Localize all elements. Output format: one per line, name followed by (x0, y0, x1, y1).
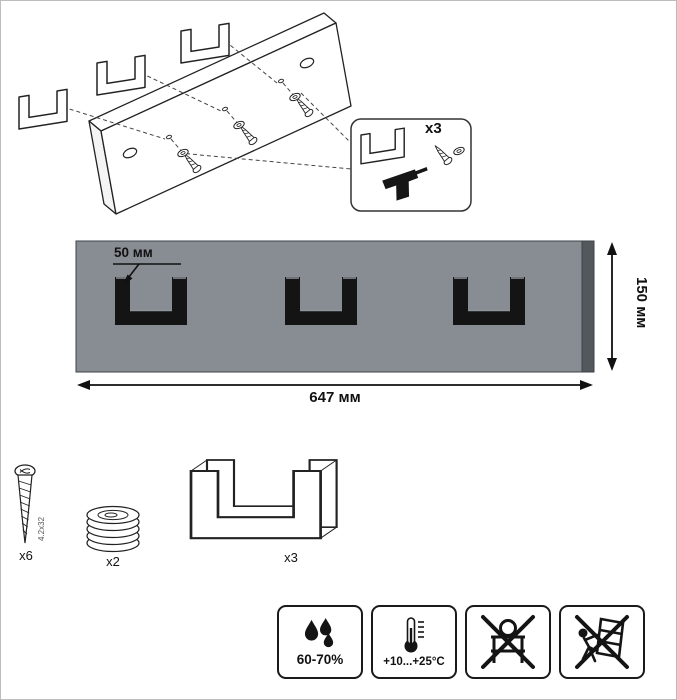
hook-width-arrow (113, 263, 181, 285)
washer-stack-icon (86, 505, 140, 553)
screw-size-label: 4.2x32 (37, 516, 46, 541)
panel-height-label: 150 мм (633, 277, 650, 329)
width-dimension (77, 380, 593, 390)
drill-icon (382, 166, 428, 201)
no-heavy-load-box (465, 605, 551, 679)
panel-face (75, 240, 583, 373)
panel-iso (88, 12, 352, 215)
washer-count-label: x2 (106, 554, 120, 569)
height-dimension (607, 242, 617, 371)
hook-iso-3 (180, 22, 230, 64)
front-view (75, 240, 617, 390)
hardware (14, 458, 338, 553)
panel-edge (581, 240, 595, 373)
exploded-view (18, 12, 472, 215)
hook-count-label: x3 (284, 550, 298, 565)
screw-large-icon (14, 464, 36, 544)
panel-width-label: 647 мм (309, 389, 361, 406)
hook-iso-2 (96, 54, 146, 96)
screw-count-label: x6 (19, 548, 33, 563)
humidity-label: 60-70% (296, 651, 344, 667)
hook-width-label: 50 мм (114, 245, 153, 260)
hook-iso-1 (18, 88, 68, 130)
thermometer-icon (404, 617, 424, 653)
panel-hole (122, 147, 138, 159)
no-heavy-load-icon (481, 615, 535, 669)
panel-hole (299, 57, 315, 69)
humidity-box: 60-70% (277, 605, 363, 679)
temperature-box: +10...+25°C (371, 605, 457, 679)
water-drops-icon (304, 617, 334, 647)
callout-count-label: x3 (425, 120, 442, 137)
callout-detail (350, 118, 472, 212)
no-tipping-box (559, 605, 645, 679)
no-tipping-icon (575, 615, 629, 669)
temperature-label: +10...+25°C (383, 656, 445, 668)
hook-part-icon (189, 458, 338, 540)
hook-highlights (116, 277, 524, 312)
